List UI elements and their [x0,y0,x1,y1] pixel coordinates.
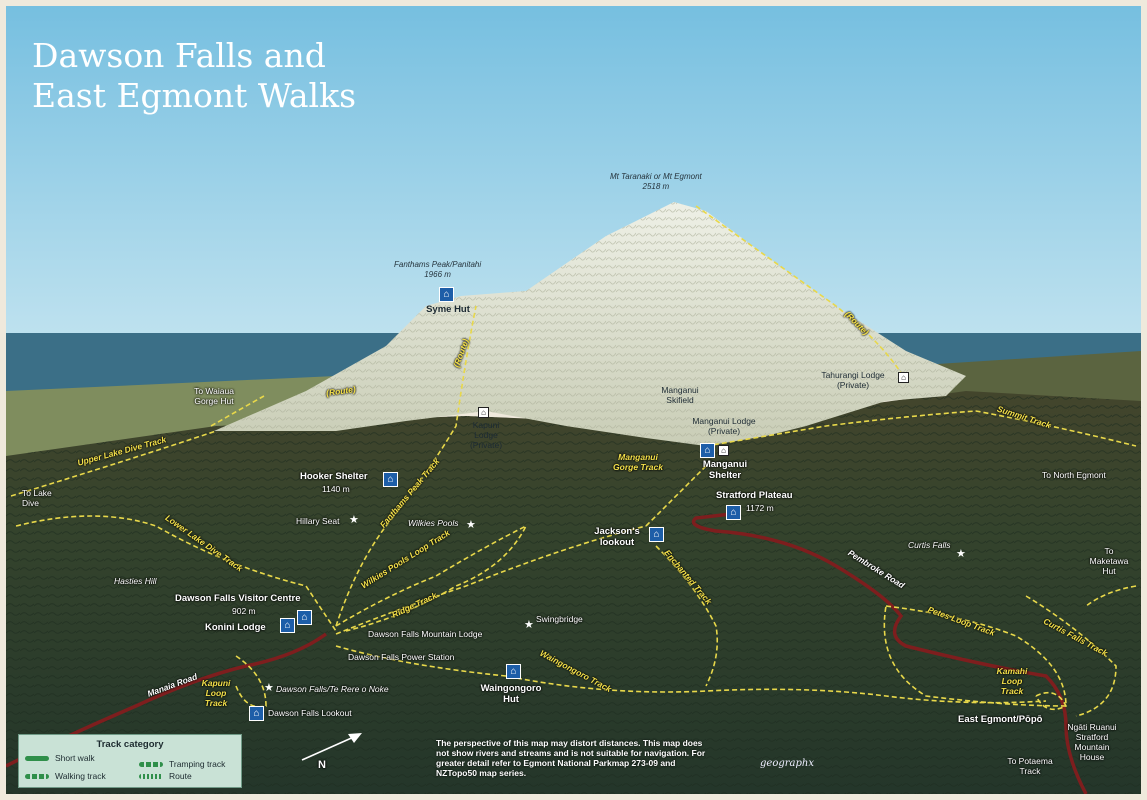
kapuni-loop-label: Kapuni Loop Track [201,678,231,708]
skifield-label: Manganui Skifield [661,385,699,405]
lodge-icon[interactable]: ⌂ [478,407,489,418]
legend-item: Tramping track [169,759,226,769]
curtis-falls-track [1025,595,1117,717]
star-icon: ★ [524,619,534,631]
lodge-icon[interactable]: ⌂ [718,445,729,456]
manganui-gorge-label: Manganui Gorge Track [613,452,663,472]
curtis-falls-label: Curtis Falls [908,540,951,550]
wilkies-pools-loop-track [335,524,528,632]
mountain-route [695,205,907,382]
viewpoint-icon[interactable]: ⌂ [726,505,741,520]
hut-icon[interactable]: ⌂ [439,287,454,302]
legend-title: Track category [96,739,164,750]
stratford-height-label: 1172 m [746,503,774,513]
ngati-ruanui-label: Ngāti Ruanui Stratford Mountain House [1067,722,1117,762]
syme-hut-label: Syme Hut [426,304,470,315]
waingongoro-hut-label: Waingongoro Hut [480,683,542,705]
waingongoro-track [335,645,1047,704]
star-icon: ★ [956,548,966,560]
viewpoint-icon[interactable]: ⌂ [649,527,664,542]
hut-icon[interactable]: ⌂ [297,610,312,625]
hasties-hill-label: Hasties Hill [114,576,157,586]
swingbridge-label: Swingbridge [536,614,583,624]
star-icon: ★ [466,519,476,531]
legend-swatch-route [139,774,163,779]
pembroke-road [691,512,1088,794]
hut-icon[interactable]: ⌂ [280,618,295,633]
legend-item: Route [169,771,192,781]
taranaki-label: Mt Taranaki or Mt Egmont 2518 m [610,172,702,191]
tahurangi-lodge-label: Tahurangi Lodge (Private) [821,370,885,390]
hut-icon[interactable]: ⌂ [700,443,715,458]
disclaimer: The perspective of this map may distort … [436,738,706,778]
to-lake-dive-label: To Lake Dive [22,488,52,508]
hooker-height-label: 1140 m [322,484,350,494]
to-north-egmont-label: To North Egmont [1042,470,1106,480]
legend-swatch-short-walk [25,756,49,761]
dawson-falls-label: Dawson Falls/Te Rere o Noke [276,684,389,694]
star-icon: ★ [349,514,359,526]
legend: Track category Short walk Tramping track… [18,734,242,788]
kamahi-loop-label: Kamahi Loop Track [996,666,1028,696]
map-title: Dawson Falls and East Egmont Walks [32,36,356,116]
ridge-track [335,525,647,635]
maketawa-track [1085,585,1137,607]
power-station-label: Dawson Falls Power Station [348,652,455,662]
east-egmont-label: East Egmont/Pōpō [958,714,1043,725]
map-frame: Dawson Falls and East Egmont Walks Mt Ta… [6,6,1141,794]
legend-item: Short walk [55,753,95,763]
tracks [10,205,1137,717]
fanthams-label: Fanthams Peak/Panitahi 1966 m [394,260,482,279]
jacksons-lookout-label: Jackson's lookout [594,526,640,548]
lodge-icon[interactable]: ⌂ [898,372,909,383]
manganui-shelter-label: Manganui Shelter [702,459,748,481]
wilkies-pools-label: Wilkies Pools [408,518,459,528]
manganui-lodge-label: Manganui Lodge (Private) [692,416,756,436]
title-line-2: East Egmont Walks [32,76,357,115]
petes-loop-track [883,605,1067,707]
legend-swatch-walking [25,774,49,779]
hut-icon[interactable]: ⌂ [383,472,398,487]
geographx-logo: geographx [760,758,814,769]
enchanted-track [655,545,719,687]
dawson-mountain-lodge-label: Dawson Falls Mountain Lodge [368,629,483,639]
legend-item: Walking track [55,771,106,781]
upper-lake-dive-track [10,430,217,497]
viewpoint-icon[interactable]: ⌂ [249,706,264,721]
summit-track [705,410,1137,447]
visitor-height-label: 902 m [232,606,256,616]
kapuni-lodge-label: Kapuni Lodge (Private) [469,420,503,450]
hooker-shelter-label: Hooker Shelter [300,471,368,482]
terrain-map [6,6,1141,794]
title-line-1: Dawson Falls and [32,36,326,75]
north-arrow-icon [301,733,362,761]
falls-lookout-label: Dawson Falls Lookout [268,708,352,718]
stratford-plateau-label: Stratford Plateau [716,490,793,501]
waiaua-route [210,395,265,427]
north-label: N [318,759,326,771]
hillary-seat-label: Hillary Seat [296,516,340,526]
kamahi-loop-track [1035,691,1068,711]
kapuni-loop-track [235,655,267,708]
hut-icon[interactable]: ⌂ [506,664,521,679]
konini-lodge-label: Konini Lodge [205,622,266,633]
star-icon: ★ [264,682,274,694]
to-maketawa-label: To Maketawa Hut [1089,546,1129,576]
to-waiaua-label: To Waiaua Gorge Hut [194,386,234,406]
legend-swatch-tramping [139,762,163,767]
visitor-centre-label: Dawson Falls Visitor Centre [175,593,301,604]
fanthams-peak-track [335,305,477,627]
to-potaema-label: To Potaema Track [1007,756,1053,776]
lower-lake-dive-track [15,515,337,632]
manganui-gorge-track [645,465,707,527]
